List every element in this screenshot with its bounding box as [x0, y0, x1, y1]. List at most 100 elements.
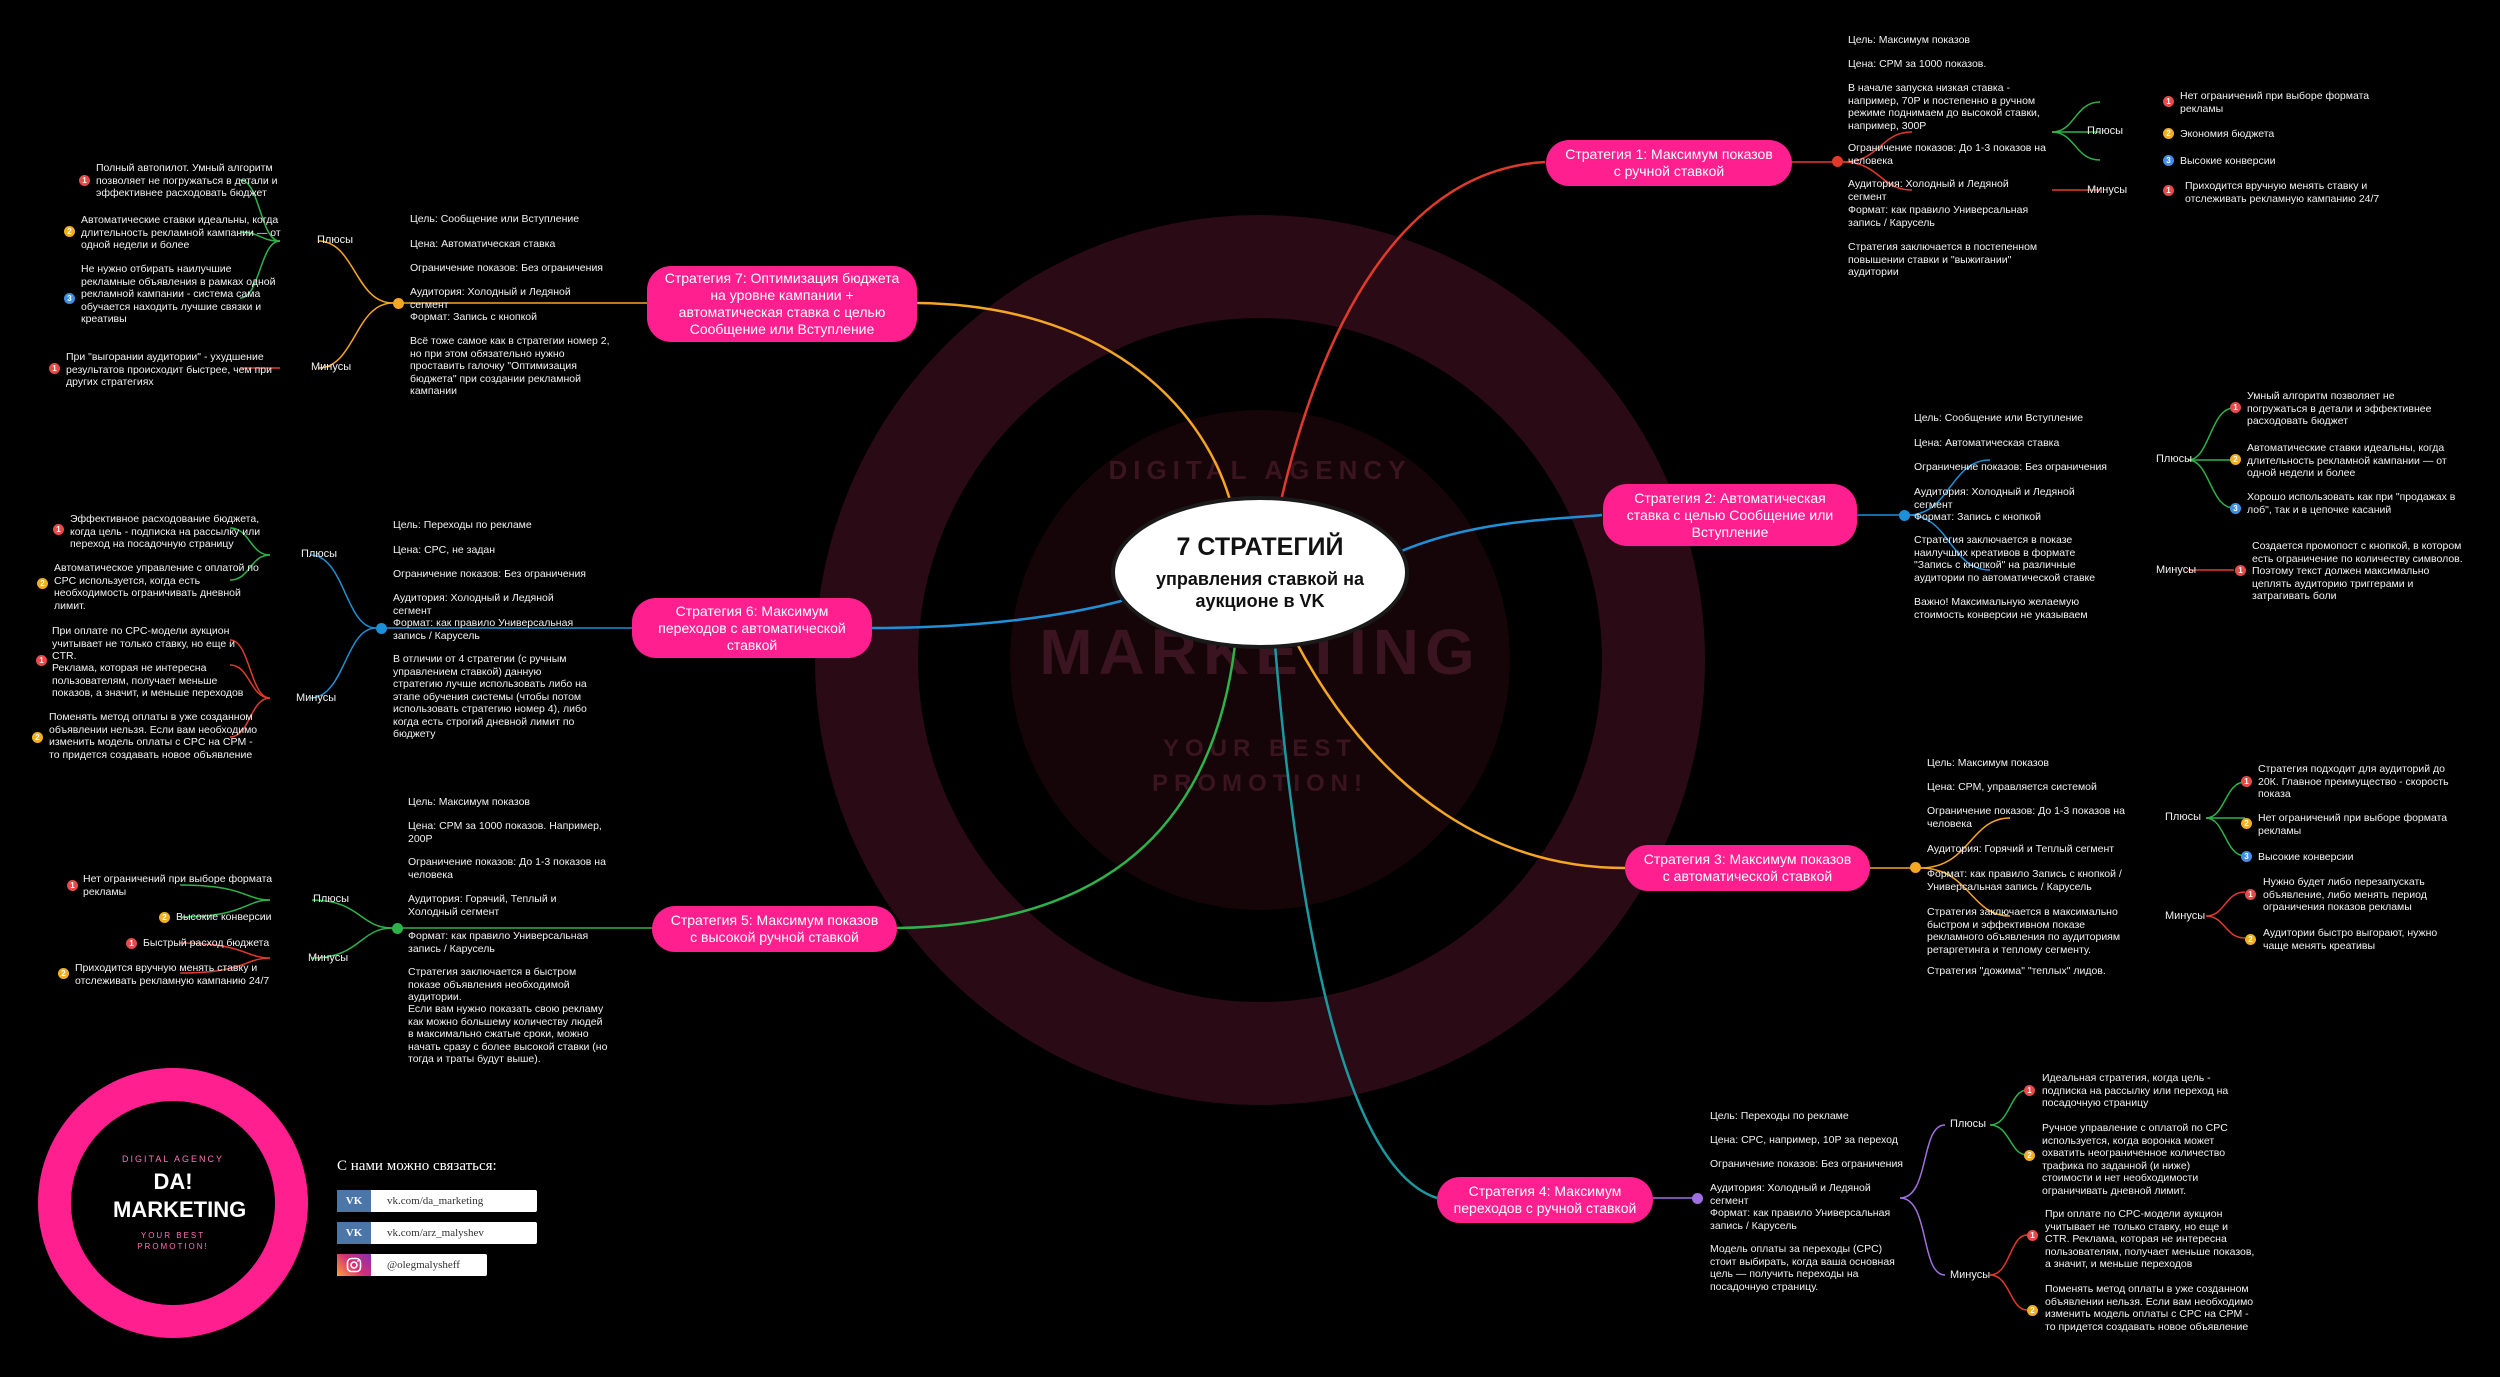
- s5-detail: Формат: как правило Универсальная запись…: [408, 930, 589, 955]
- strategy-4-node[interactable]: Стратегия 4: Максимум переходов с ручной…: [1437, 1177, 1653, 1223]
- vk-contact-link-2[interactable]: VK vk.com/arz_malyshev: [337, 1222, 537, 1244]
- s7-pro: Автоматические ставки идеальны, когда дл…: [81, 214, 281, 251]
- s4-minus-label: Минусы: [1950, 1269, 1991, 1281]
- s6-con: При оплате по CPC-модели аукцион учитыва…: [52, 625, 236, 662]
- s7-detail: Формат: Запись с кнопкой: [410, 311, 538, 323]
- s1-pro-3-marker: 3: [2163, 155, 2174, 166]
- s7-con-1-marker: 1: [49, 363, 60, 374]
- instagram-contact-link[interactable]: @olegmalysheff: [337, 1254, 487, 1276]
- s2-detail: Цель: Сообщение или Вступление: [1914, 412, 2084, 424]
- s5-con: Быстрый расход бюджета: [143, 937, 270, 949]
- s3-con-2-marker: 2: [2245, 934, 2256, 945]
- strategy-2-node[interactable]: Стратегия 2: Автоматическая ставка с цел…: [1603, 484, 1857, 546]
- s4-detail: Ограничение показов: Без ограничения: [1710, 1158, 1903, 1170]
- s2-detail: Ограничение показов: Без ограничения: [1914, 461, 2107, 473]
- s2-pro: Хорошо использовать как при "продажах в …: [2247, 491, 2456, 516]
- link-s6: [871, 598, 1126, 630]
- strategy-5-details-dot[interactable]: [392, 923, 403, 934]
- s3-plus-label: Плюсы: [2165, 811, 2201, 823]
- s6-detail: Формат: как правило Универсальная запись…: [393, 617, 574, 642]
- link-s1: [1278, 160, 1546, 506]
- s6-con-1-marker: 1: [36, 655, 47, 666]
- vk-contact-link-1[interactable]: VK vk.com/da_marketing: [337, 1190, 537, 1212]
- s5-detail: Аудитория: Горячий, Теплый и Холодный се…: [408, 893, 557, 918]
- s1-con: Приходится вручную менять ставку и отсле…: [2185, 180, 2380, 205]
- s6-detail: Цена: CPC, не задан: [393, 544, 496, 556]
- s3-detail: Цена: CPM, управляется системой: [1927, 781, 2097, 793]
- strategy-3-node[interactable]: Стратегия 3: Максимум показов с автомати…: [1625, 845, 1870, 891]
- s5-detail: Если вам нужно показать свою рекламу как…: [408, 1003, 608, 1065]
- s6-plus-label: Плюсы: [301, 548, 337, 560]
- s5-pro: Высокие конверсии: [176, 911, 272, 923]
- s2-pro-1-marker: 1: [2230, 402, 2241, 413]
- s3-pro-3-marker: 3: [2241, 851, 2252, 862]
- s2-pro: Автоматические ставки идеальны, когда дл…: [2247, 442, 2447, 479]
- strategy-7-details-dot[interactable]: [393, 298, 404, 309]
- s7-detail: Всё тоже самое как в стратегии номер 2, …: [410, 335, 610, 397]
- s3-detail: Ограничение показов: До 1-3 показов на ч…: [1927, 805, 2125, 830]
- strategy-1-details-dot[interactable]: [1832, 156, 1843, 167]
- watermark-top: DIGITAL AGENCY: [1108, 455, 1412, 485]
- s3-con: Нужно будет либо перезапускать объявлени…: [2263, 876, 2427, 913]
- strategy-2-details-dot[interactable]: [1899, 510, 1910, 521]
- s4-pro-2-marker: 2: [2024, 1150, 2035, 1161]
- s1-pro-2-marker: 2: [2163, 128, 2174, 139]
- s3-detail: Стратегия заключается в максимально быст…: [1927, 906, 2121, 956]
- s4-pro: Ручное управление с оплатой по CPC испол…: [2042, 1122, 2228, 1197]
- s6-minus-label: Минусы: [296, 692, 337, 704]
- s6-detail: Ограничение показов: Без ограничения: [393, 568, 586, 580]
- link-s3: [1293, 639, 1626, 870]
- contacts-title: С нами можно связаться:: [337, 1158, 497, 1174]
- strategy-4-details-dot[interactable]: [1692, 1193, 1703, 1204]
- s2-pro-2-marker: 2: [2230, 454, 2241, 465]
- s3-con-1-marker: 1: [2245, 889, 2256, 900]
- s7-detail: Аудитория: Холодный и Ледяной сегмент: [410, 286, 571, 311]
- strategy-3-details-dot[interactable]: [1910, 862, 1921, 873]
- strategy-6-node[interactable]: Стратегия 6: Максимум переходов с автома…: [632, 598, 872, 658]
- s5-plus-label: Плюсы: [313, 893, 349, 905]
- da-marketing-logo: DIGITAL AGENCY DA! MARKETING YOUR BEST P…: [38, 1068, 308, 1338]
- s6-pro: Автоматическое управление с оплатой по C…: [54, 562, 259, 612]
- s4-con-2-marker: 2: [2027, 1305, 2038, 1316]
- s7-pro-3-marker: 3: [64, 293, 75, 304]
- s2-pro: Умный алгоритм позволяет не погружаться …: [2247, 390, 2432, 427]
- link-s2: [1391, 513, 1603, 557]
- s6-detail: Цель: Переходы по рекламе: [393, 519, 532, 531]
- s7-pro: Не нужно отбирать наилучшие рекламные об…: [81, 263, 276, 325]
- logo-top-text: DIGITAL AGENCY: [121, 1154, 225, 1164]
- s7-detail: Цена: Автоматическая ставка: [410, 238, 556, 250]
- s6-detail: В отличии от 4 стратегии (с ручным управ…: [393, 653, 587, 740]
- central-topic[interactable]: 7 СТРАТЕГИЙ управления ставкой на аукцио…: [1115, 500, 1405, 645]
- s2-detail: Важно! Максимальную желаемую стоимость к…: [1914, 596, 2088, 621]
- s4-pro: Идеальная стратегия, когда цель - подпис…: [2042, 1072, 2229, 1109]
- s7-con: При "выгорании аудитории" - ухудшение ре…: [66, 351, 273, 388]
- s4-detail: Формат: как правило Универсальная запись…: [1710, 1207, 1891, 1232]
- s4-plus-label: Плюсы: [1950, 1118, 1986, 1130]
- watermark-core: [1010, 410, 1510, 910]
- s4-detail: Цена: CPC, например, 10Р за переход: [1710, 1134, 1898, 1146]
- s5-con-2-marker: 2: [58, 968, 69, 979]
- central-subtitle: управления ставкой на аукционе в VK: [1156, 569, 1364, 611]
- s4-detail: Цель: Переходы по рекламе: [1710, 1110, 1849, 1122]
- s7-minus-label: Минусы: [311, 361, 352, 373]
- s5-pro-1-marker: 1: [67, 880, 78, 891]
- s3-pro: Стратегия подходит для аудиторий до 20К.…: [2258, 763, 2449, 800]
- s1-pro-1-marker: 1: [2163, 96, 2174, 107]
- s3-detail: Аудитория: Горячий и Теплый сегмент: [1927, 843, 2115, 855]
- s4-detail: Модель оплаты за переходы (CPC) стоит вы…: [1710, 1243, 1895, 1293]
- strategy-6-details-dot[interactable]: [376, 623, 387, 634]
- s3-pro-2-marker: 2: [2241, 818, 2252, 829]
- s2-detail: Цена: Автоматическая ставка: [1914, 437, 2060, 449]
- strategy-1-node[interactable]: Стратегия 1: Максимум показов с ручной с…: [1546, 140, 1792, 186]
- s7-pro-1-marker: 1: [79, 175, 90, 186]
- s1-detail: Аудитория: Холодный и Ледяной сегмент: [1848, 178, 2009, 203]
- strategy-5-node[interactable]: Стратегия 5: Максимум показов с высокой …: [652, 906, 897, 952]
- s3-pro: Высокие конверсии: [2258, 851, 2354, 863]
- s5-detail: Стратегия заключается в быстром показе о…: [408, 966, 577, 1003]
- strategy-7-node[interactable]: Стратегия 7: Оптимизация бюджета на уров…: [647, 266, 917, 342]
- s4-con: При оплате по CPC-модели аукцион учитыва…: [2045, 1208, 2255, 1270]
- s1-detail: Стратегия заключается в постепенном повы…: [1848, 241, 2038, 278]
- s2-detail: Стратегия заключается в показе наилучших…: [1914, 534, 2096, 584]
- s2-pro-3-marker: 3: [2230, 503, 2241, 514]
